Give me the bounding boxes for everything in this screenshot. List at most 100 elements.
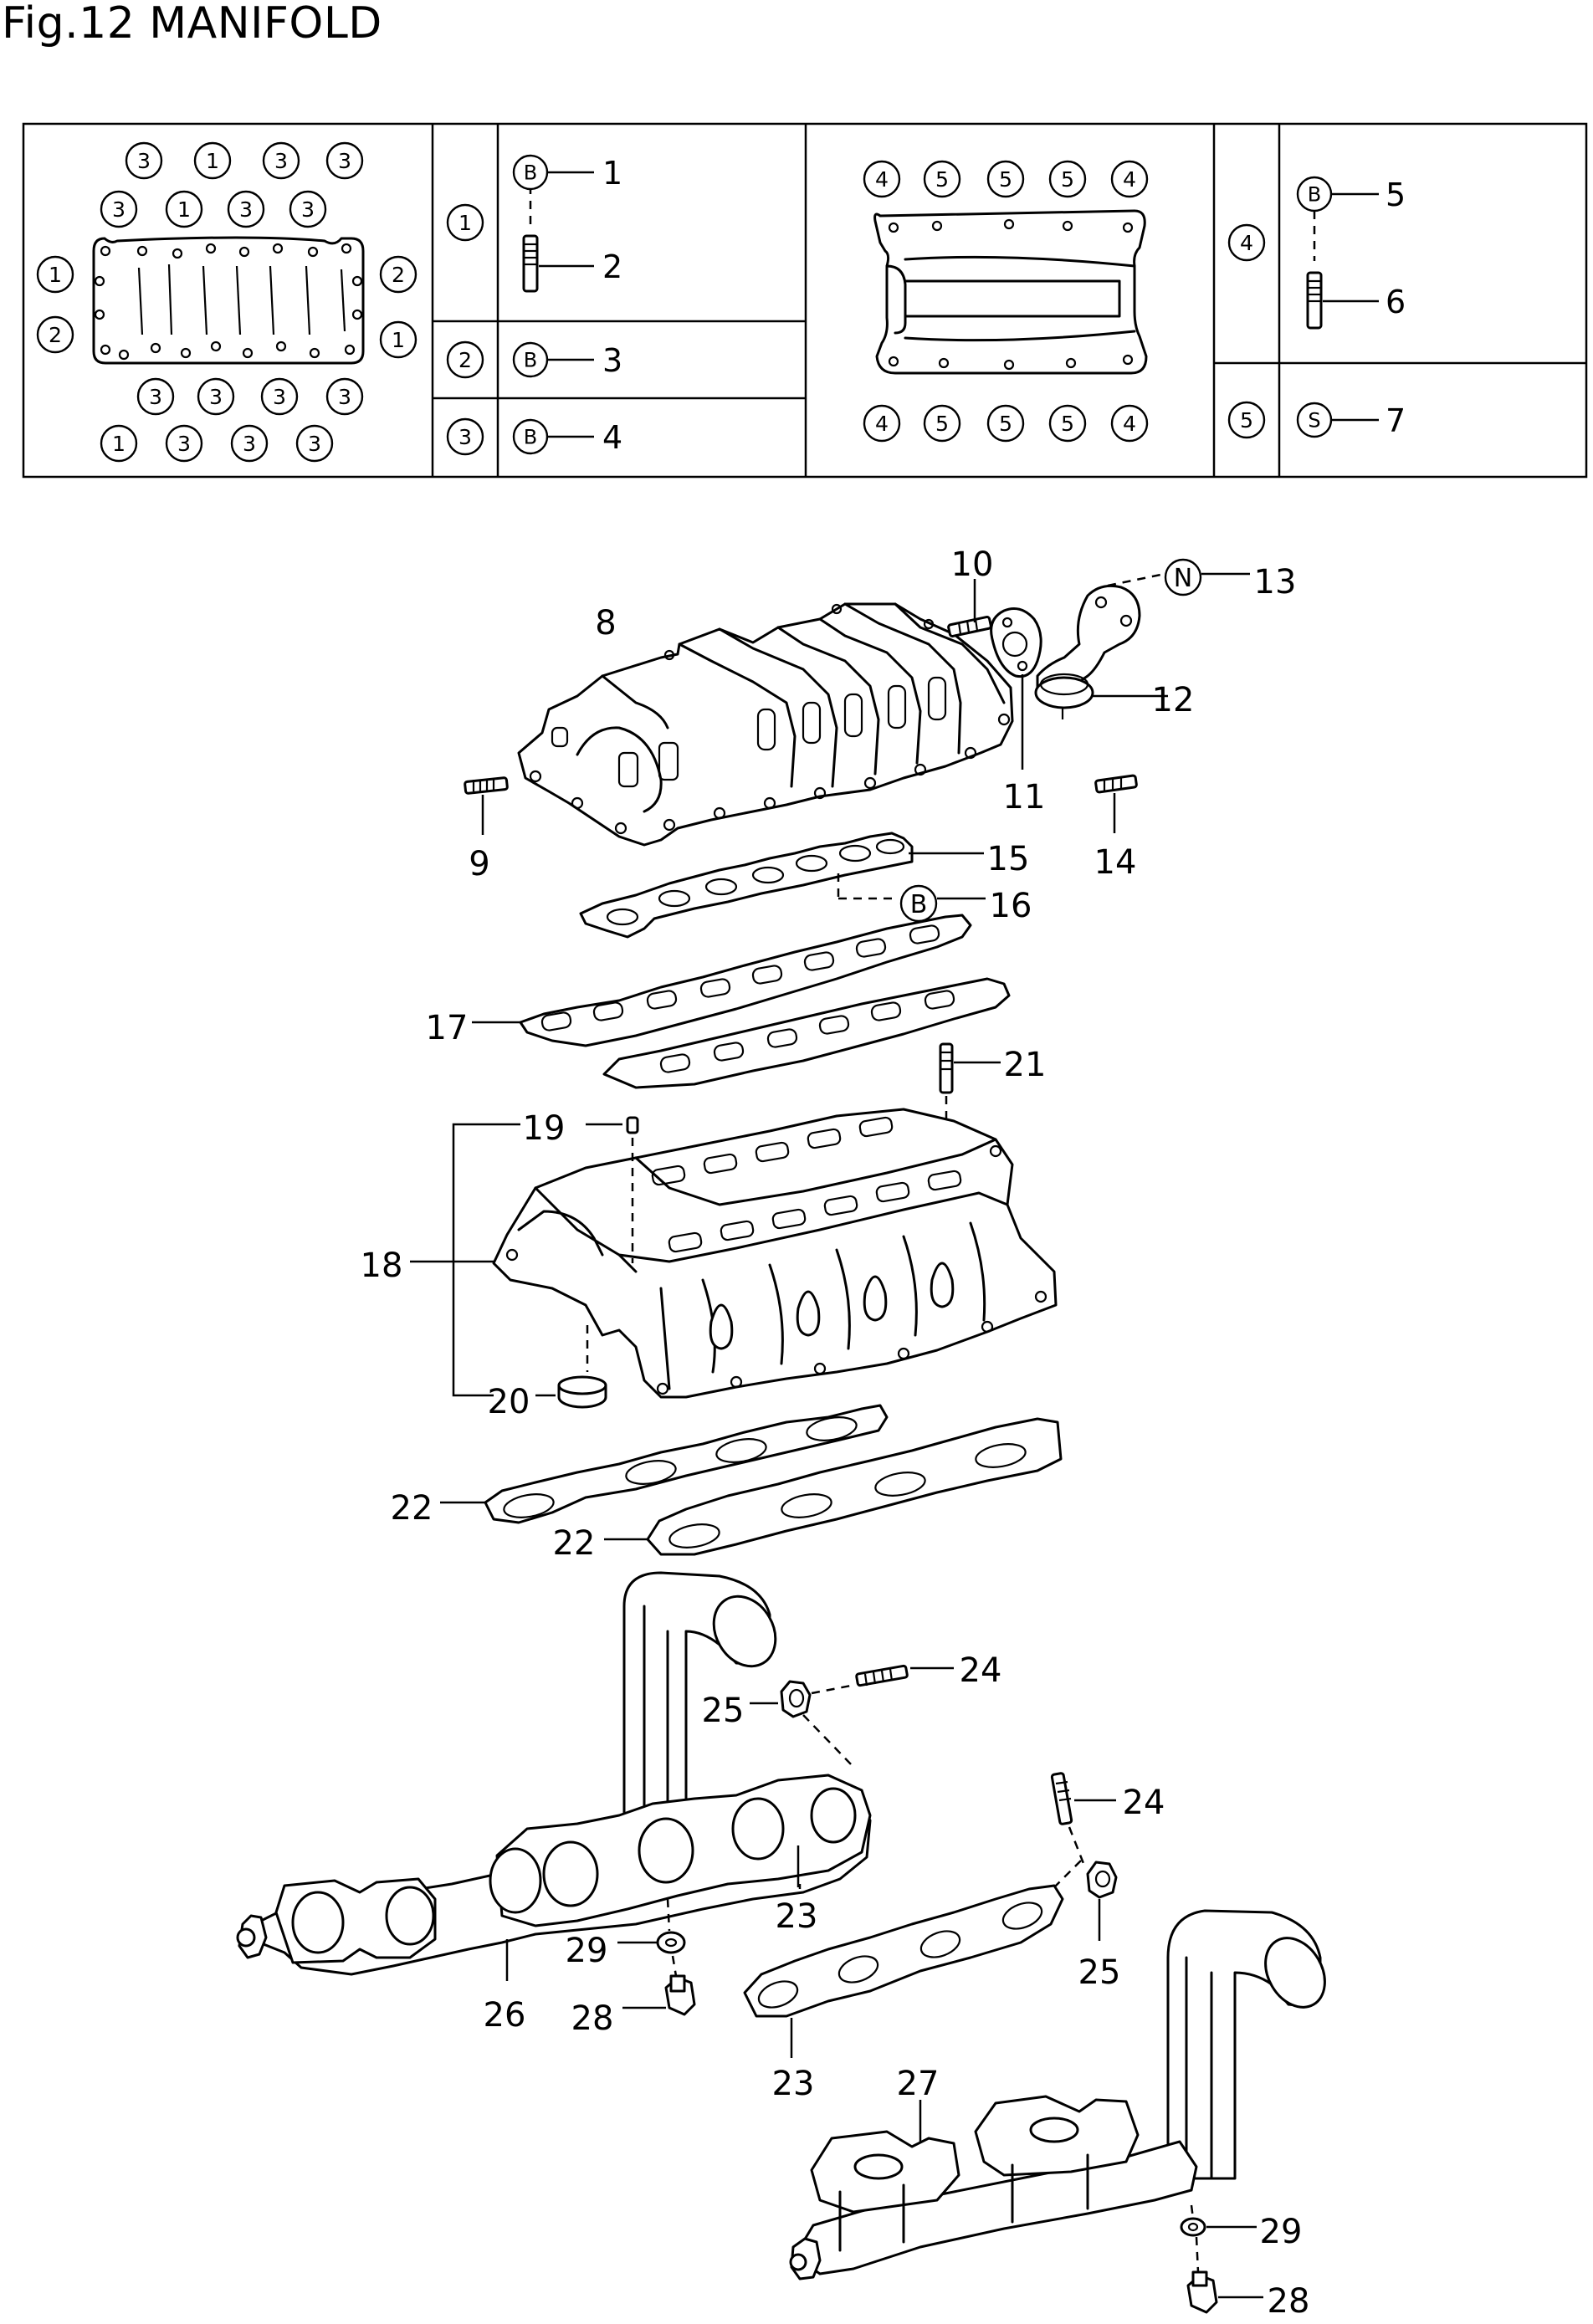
- part-number: 6: [1386, 284, 1406, 320]
- pattern-marker-label: 1: [49, 263, 62, 287]
- pattern-marker: 3: [325, 141, 364, 180]
- bolt-pattern-left-gasket: [92, 236, 365, 365]
- callout-28: 28: [571, 1999, 614, 2038]
- bracket-18: [410, 1123, 520, 1397]
- callout-layer: 8910111213141516171819202122222323242425…: [361, 545, 1310, 2321]
- callout-23: 23: [776, 1897, 818, 1936]
- callout-22: 22: [391, 1489, 433, 1528]
- group-key: 2: [446, 340, 484, 379]
- pattern-marker-label: 4: [875, 412, 889, 436]
- leader-13-dashed: [1107, 572, 1165, 587]
- stud-icon: [522, 186, 539, 293]
- upper-intake-plenum: [517, 602, 1014, 847]
- pattern-marker-label: 3: [239, 197, 253, 222]
- stud-14: [1094, 774, 1138, 833]
- symbol-b: B: [1296, 176, 1333, 212]
- callout-24: 24: [960, 1651, 1002, 1690]
- exhaust-manifold-27: [789, 1909, 1326, 2280]
- pattern-marker: 3: [197, 377, 235, 416]
- callout-22: 22: [553, 1524, 596, 1563]
- pattern-marker: 3: [260, 377, 299, 416]
- plug-20: [535, 1325, 607, 1409]
- pattern-marker: 5: [923, 404, 961, 443]
- symbol-b: B: [512, 418, 549, 455]
- valve-12: [1034, 584, 1168, 719]
- pattern-marker: 5: [986, 404, 1025, 443]
- symbol-b: B: [512, 154, 549, 191]
- lower-intake-manifold: [492, 1108, 1058, 1399]
- bolt-28-lower: [1186, 2236, 1263, 2314]
- pattern-marker-label: 4: [1123, 412, 1136, 436]
- pattern-marker-label: 3: [338, 385, 351, 409]
- gasket-22-upper: [440, 1404, 889, 1524]
- symbol-b-label: B: [524, 349, 537, 372]
- callout-10: 10: [951, 545, 994, 584]
- callout-24: 24: [1123, 1784, 1165, 1822]
- pattern-marker: 3: [262, 141, 300, 180]
- callout-13: 13: [1254, 563, 1297, 601]
- callout-11: 11: [1003, 778, 1046, 816]
- pattern-marker-label: 3: [137, 149, 151, 173]
- plug-19: [586, 1116, 639, 1263]
- pattern-marker-label: 5: [1061, 412, 1074, 436]
- callout-8: 8: [595, 604, 616, 642]
- pattern-marker: 5: [923, 160, 961, 198]
- callout-14: 14: [1094, 843, 1137, 882]
- pattern-marker: 1: [379, 320, 417, 359]
- pattern-marker: 3: [227, 190, 265, 228]
- stud-24-right: [1048, 1772, 1116, 1893]
- part-number: 2: [602, 248, 622, 285]
- pattern-marker: 1: [193, 141, 232, 180]
- part-number: 5: [1386, 177, 1406, 213]
- callout-18: 18: [361, 1246, 403, 1285]
- pattern-marker: 3: [295, 424, 334, 463]
- group-key-label: 2: [458, 348, 472, 372]
- part-number: 1: [602, 155, 622, 192]
- figure-title: Fig.12 MANIFOLD: [2, 0, 382, 49]
- symbol-b: B: [899, 884, 938, 923]
- pattern-marker-label: 4: [1123, 167, 1136, 192]
- pattern-marker-label: 5: [935, 412, 949, 436]
- callout-9: 9: [469, 845, 489, 883]
- callout-29: 29: [1260, 2213, 1303, 2251]
- callout-16: 16: [990, 887, 1032, 925]
- group-key: 4: [1227, 223, 1266, 262]
- washer-29-upper: [617, 1898, 686, 1954]
- symbol-b-label: B: [524, 426, 537, 449]
- callout-19: 19: [523, 1109, 566, 1148]
- group-key: 3: [446, 417, 484, 456]
- stud-24-upper: [802, 1664, 954, 1768]
- symbol-b-label: B: [910, 890, 928, 919]
- pattern-marker: 5: [1048, 160, 1087, 198]
- bolt-pattern-right-gasket: [873, 209, 1148, 375]
- gasket-17: [472, 914, 1011, 1089]
- stud-21: [939, 1042, 1001, 1272]
- callout-15: 15: [987, 840, 1030, 878]
- group-key-label: 3: [458, 425, 472, 449]
- group-key-label: 5: [1240, 408, 1253, 433]
- pattern-marker: 4: [1110, 404, 1149, 443]
- pattern-marker-label: 5: [999, 412, 1012, 436]
- callout-17: 17: [426, 1009, 469, 1047]
- group-key-label: 1: [458, 211, 472, 235]
- pattern-marker: 3: [165, 424, 203, 463]
- exhaust-manifold-26: [236, 1571, 872, 1981]
- gasket-23-lower: [743, 1884, 1064, 2058]
- pattern-marker: 5: [1048, 404, 1087, 443]
- stud-9: [464, 776, 509, 835]
- pattern-marker-label: 3: [112, 197, 125, 222]
- group-key: 1: [446, 203, 484, 242]
- nut-25-right: [1086, 1861, 1118, 1941]
- pattern-marker: 5: [986, 160, 1025, 198]
- pattern-marker-label: 5: [935, 167, 949, 192]
- pattern-marker: 3: [289, 190, 327, 228]
- callout-27: 27: [897, 2065, 940, 2103]
- pattern-marker-label: 3: [338, 149, 351, 173]
- pattern-marker-label: 3: [274, 149, 288, 173]
- symbol-n-label: N: [1174, 564, 1192, 593]
- pattern-marker: 2: [36, 315, 74, 354]
- part-number: 7: [1386, 402, 1406, 439]
- washer-29-lower: [1180, 2204, 1257, 2237]
- symbol-s-label: S: [1308, 409, 1320, 433]
